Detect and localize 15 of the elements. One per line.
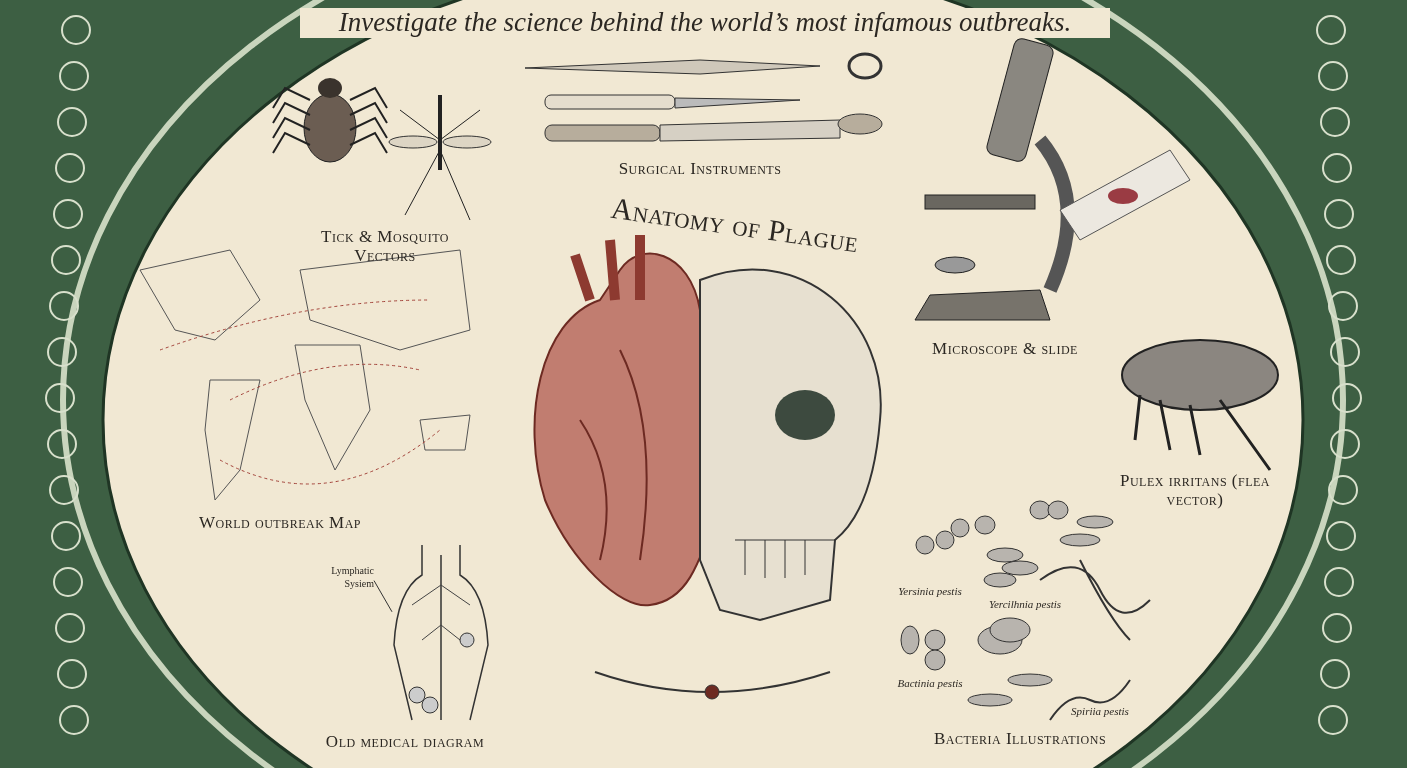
species-label: Yercilhnia pestis	[987, 598, 1063, 611]
illustration-caption: World outbreak Map	[198, 514, 362, 533]
centerpiece-title: Anatomy of Plague	[608, 189, 862, 261]
species-label: Yersinia pestis	[897, 585, 963, 598]
annotation-label: Lymphatic Sysiem	[316, 565, 374, 591]
leader-line	[373, 580, 393, 613]
illustration-caption: Microscope & slide	[931, 340, 1079, 359]
illustration-caption: Old medical diagram	[324, 733, 486, 752]
illustration-caption: Pulex irritans (flea vector)	[1119, 472, 1271, 510]
illustration-caption: Surgical Instruments	[617, 160, 783, 179]
page-heading: Investigate the science behind the world’s most infamous outbreaks.	[300, 8, 1110, 38]
illustration-caption: Tick & Mosquito Vectors	[320, 228, 450, 266]
illustration-caption: Bacteria Illustrations	[932, 730, 1108, 749]
species-label: Spiriia pestis	[1070, 705, 1130, 718]
species-label: Bactinia pestis	[896, 677, 964, 690]
